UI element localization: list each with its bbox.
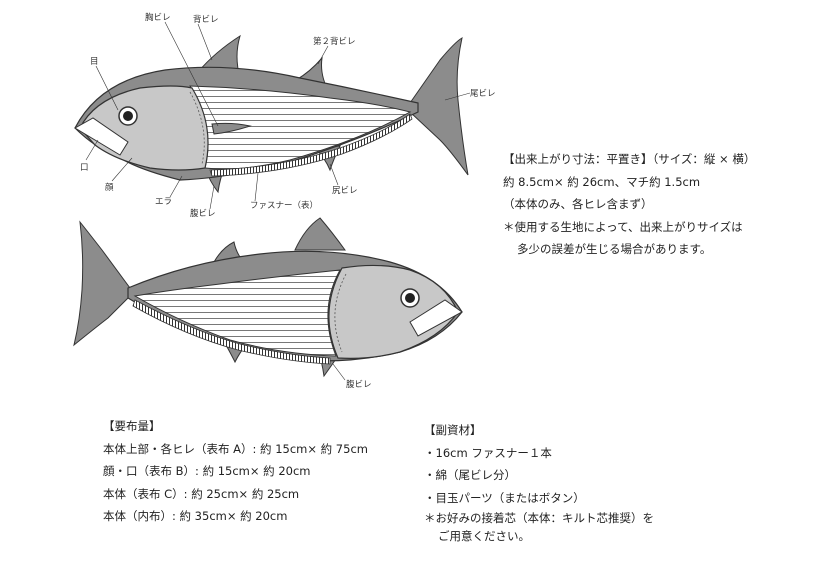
top-fish (74, 34, 469, 194)
label-zipper: ファスナー（表） (250, 200, 318, 211)
size-info: 【出来上がり寸法：平置き】（サイズ：縦 × 横） 約 8.5cm× 約 26cm… (503, 148, 755, 261)
label-anal-fin: 尻ビレ (332, 186, 358, 196)
label-mouth: 口 (80, 163, 89, 173)
top-fish-zipper (209, 113, 413, 177)
label-gill: エラ (155, 197, 172, 207)
size-note-1: ＊使用する生地によって、出来上がりサイズは (503, 219, 743, 234)
accessories-note-2: ご用意ください。 (438, 529, 530, 543)
label-second-dorsal-fin: 第２背ビレ (313, 36, 356, 47)
size-heading: 【出来上がり寸法：平置き】（サイズ：縦 × 横） (503, 152, 756, 166)
materials-item: 顔・口（表布 B）: 約 15cm× 約 20cm (103, 464, 311, 478)
label-pectoral-fin: 胸ビレ (145, 12, 171, 23)
label-face: 顔 (105, 182, 114, 193)
label-belly-fin-bottom: 腹ビレ (346, 379, 372, 390)
size-note-2: 多少の誤差が生じる場合があります。 (517, 242, 712, 256)
accessories-item: ・16cm ファスナー１本 (424, 445, 552, 460)
accessories-item: ・綿（尾ビレ分） (424, 468, 516, 482)
label-belly-fin: 腹ビレ (190, 208, 216, 219)
fabric-requirements: 【要布量】 本体上部・各ヒレ（表布 A）: 約 15cm× 約 75cm 顔・口… (103, 415, 368, 528)
accessories-heading: 【副資材】 (424, 423, 482, 437)
bottom-fish-belly-stripes (133, 269, 341, 357)
bottom-fish-mouth (409, 299, 463, 337)
materials-item: 本体（内布）: 約 35cm× 約 20cm (103, 509, 288, 523)
size-line-1: 約 8.5cm× 約 26cm、マチ約 1.5cm (503, 174, 701, 189)
fish-diagram: 胸ビレ 背ビレ 第２背ビレ 目 尾ビレ 口 顔 エラ 腹ビレ ファスナー（表） … (73, 12, 496, 390)
bottom-fish-zipper (132, 299, 331, 365)
materials-item: 本体（表布 C）: 約 25cm× 約 25cm (103, 486, 300, 501)
label-tail-fin: 尾ビレ (470, 89, 496, 99)
pectoral-fin (211, 122, 252, 135)
tail-fin (409, 37, 469, 176)
accessories: 【副資材】 ・16cm ファスナー１本 ・綿（尾ビレ分） ・目玉パーツ（またはボ… (424, 419, 654, 545)
bottom-tail-fin (73, 220, 131, 347)
label-dorsal-fin: 背ビレ (193, 14, 219, 25)
top-fish-mouth (74, 117, 129, 156)
label-eye: 目 (90, 57, 99, 67)
size-line-2: （本体のみ、各ヒレ含まず） (503, 197, 653, 211)
bottom-dorsal-fin (294, 217, 346, 251)
bottom-fish (73, 217, 463, 378)
accessories-note-1: ＊お好みの接着芯（本体：キルト芯推奨）を (424, 511, 654, 525)
bottom-fish-face (328, 264, 459, 359)
accessories-item: ・目玉パーツ（またはボタン） (424, 490, 585, 505)
materials-item: 本体上部・各ヒレ（表布 A）: 約 15cm× 約 75cm (103, 441, 368, 456)
materials-heading: 【要布量】 (103, 419, 161, 433)
